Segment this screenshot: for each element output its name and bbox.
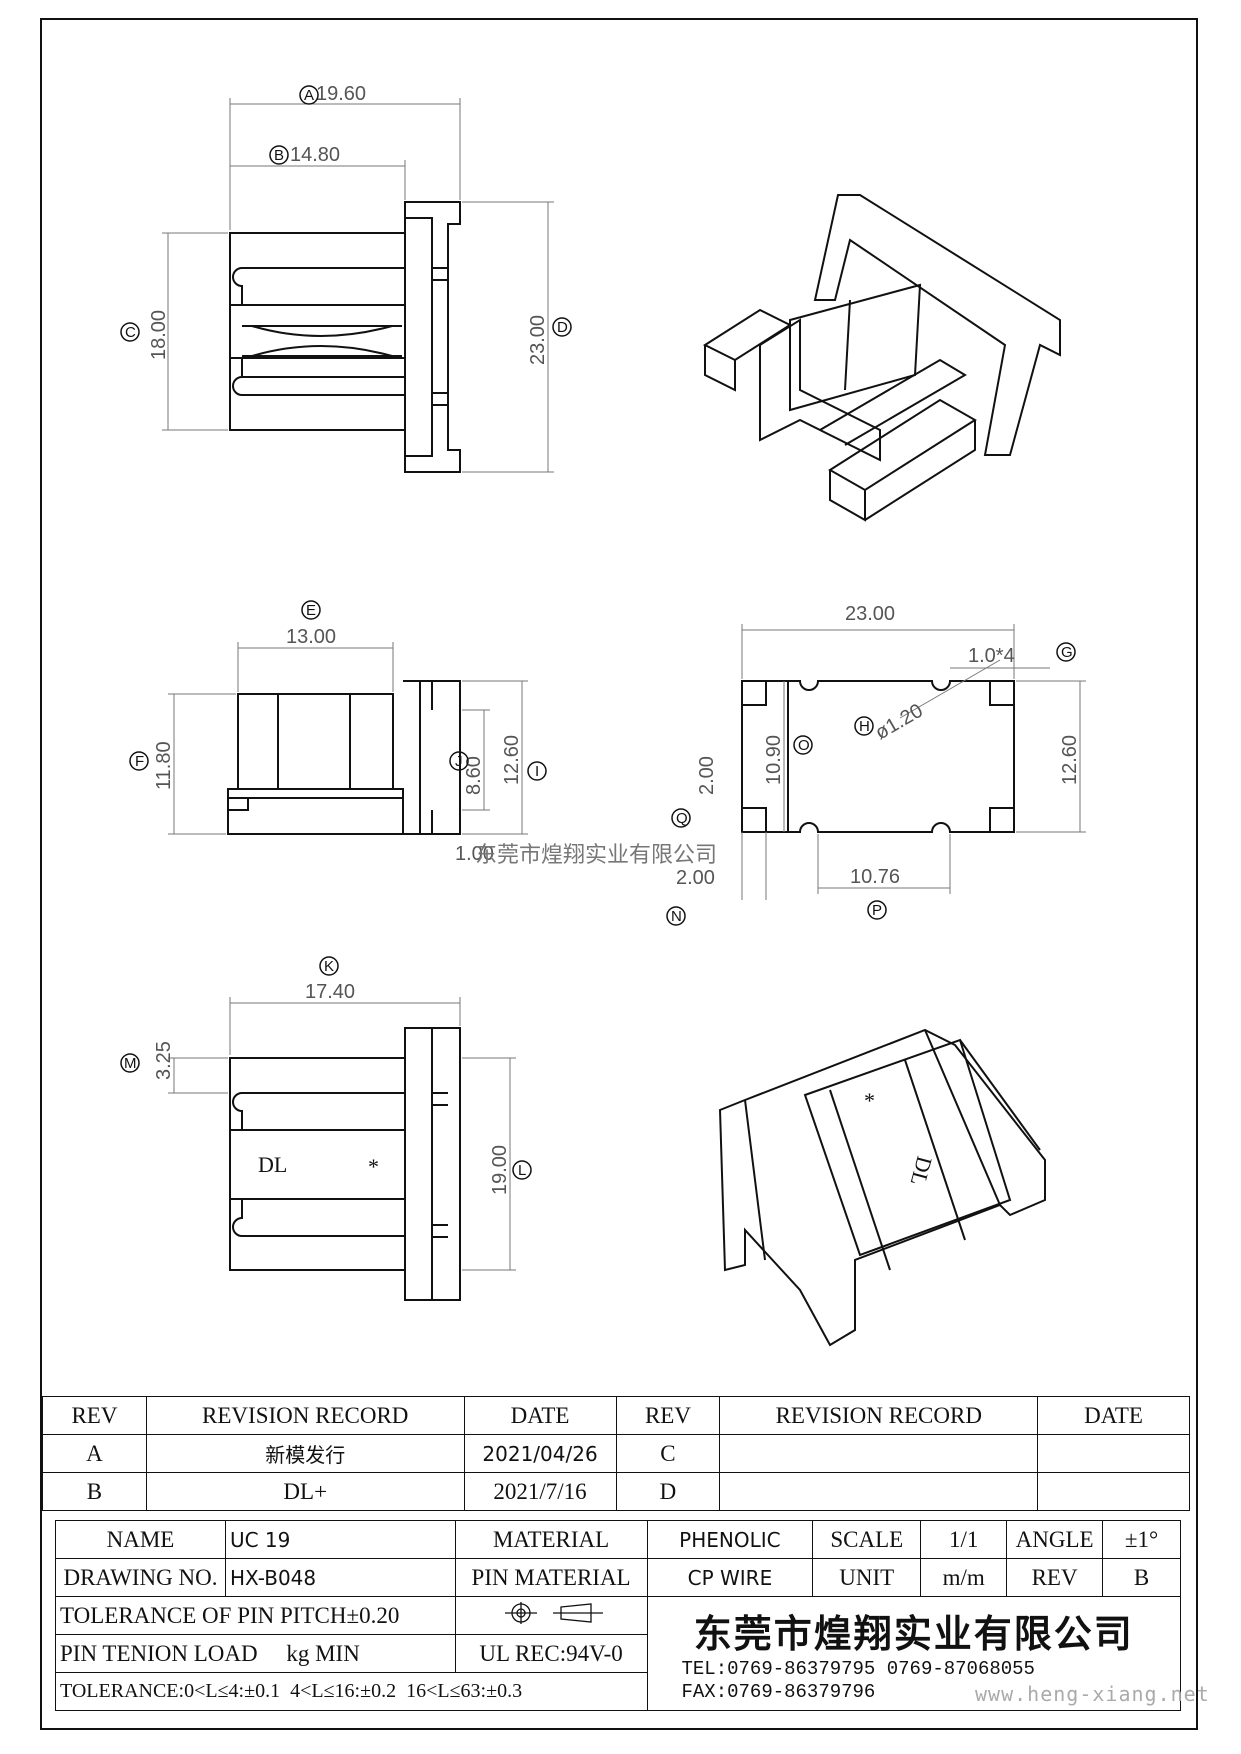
- dim-i: 12.60: [501, 735, 523, 785]
- header-rev-2: REV: [615, 1396, 721, 1435]
- rev-cell: B: [42, 1472, 147, 1511]
- rev-label: REV: [1006, 1558, 1104, 1597]
- rev-cell: A: [42, 1434, 147, 1473]
- company-tel: TEL:0769-86379795 0769-87068055: [681, 1658, 1035, 1680]
- projection-symbol: [454, 1596, 648, 1635]
- general-tolerance: TOLERANCE:0<L≤4:±0.1 4<L≤16:±0.2 16<L≤63…: [55, 1672, 648, 1711]
- top-view: [229, 201, 461, 473]
- dim-d: 23.00: [527, 315, 549, 365]
- name-value: UC 19: [224, 1520, 456, 1559]
- callout-e: E: [306, 602, 316, 619]
- drawing-no-label: DRAWING NO.: [55, 1558, 226, 1597]
- rev-value: B: [1102, 1558, 1181, 1597]
- header-revision-record-2: REVISION RECORD: [719, 1396, 1039, 1435]
- dim-j: 8.60: [463, 756, 485, 795]
- callout-n: N: [671, 908, 682, 925]
- dim-m: 3.25: [153, 1041, 175, 1080]
- dim-c: 18.00: [148, 310, 170, 360]
- angle-label: ANGLE: [1006, 1520, 1104, 1559]
- scale-value: 1/1: [920, 1520, 1008, 1559]
- date-cell: [1037, 1434, 1190, 1473]
- rev-cell: D: [615, 1472, 721, 1511]
- name-label: NAME: [55, 1520, 226, 1559]
- ul-rec: UL REC:94V-0: [454, 1634, 648, 1673]
- date-cell: [1037, 1472, 1190, 1511]
- bottom-view: [741, 680, 1015, 833]
- dim-g: 1.0*4: [968, 645, 1015, 667]
- rev-cell: C: [615, 1434, 721, 1473]
- callout-d: D: [557, 319, 568, 336]
- header-date: DATE: [463, 1396, 617, 1435]
- dim-k: 17.40: [305, 981, 355, 1003]
- dim-height: 12.60: [1059, 735, 1081, 785]
- company-fax: FAX:0769-86379796: [681, 1681, 876, 1703]
- callout-k: K: [324, 958, 334, 975]
- callout-m: M: [124, 1055, 137, 1072]
- revision-table: REV REVISION RECORD DATE REV REVISION RE…: [42, 1396, 1190, 1511]
- iso-star-mark: *: [864, 1088, 875, 1113]
- date-cell: 2021/04/26: [463, 1434, 617, 1473]
- header-revision-record: REVISION RECORD: [145, 1396, 465, 1435]
- record-cell: [719, 1472, 1039, 1511]
- table-row: A 新模发行 2021/04/26 C: [42, 1434, 1190, 1473]
- watermark-site: www.heng-xiang.net: [975, 1682, 1210, 1706]
- callout-h: H: [859, 718, 870, 735]
- side-view: [227, 680, 461, 835]
- callout-b: B: [274, 147, 284, 164]
- material-label: MATERIAL: [454, 1520, 648, 1559]
- iso-dl-mark: DL: [906, 1154, 938, 1189]
- lower-view: [229, 1027, 461, 1301]
- company-block: 东莞市煌翔实业有限公司 TEL:0769-86379795 0769-87068…: [646, 1596, 1181, 1711]
- revision-header-row: REV REVISION RECORD DATE REV REVISION RE…: [42, 1396, 1190, 1435]
- callout-g: G: [1061, 644, 1073, 661]
- record-cell: DL+: [145, 1472, 465, 1511]
- header-rev: REV: [42, 1396, 147, 1435]
- dim-q: 2.00: [696, 756, 718, 795]
- dim-a: 19.60: [316, 83, 366, 105]
- iso-view-top: [702, 194, 1061, 522]
- record-cell: [719, 1434, 1039, 1473]
- dim-l: 19.00: [489, 1145, 511, 1195]
- material-value: PHENOLIC: [646, 1520, 814, 1559]
- dim-p: 10.76: [850, 866, 900, 888]
- callout-o: O: [798, 737, 810, 754]
- dim-e: 13.00: [286, 626, 336, 648]
- star-mark: *: [368, 1154, 379, 1179]
- pin-tension-load: PIN TENION LOAD kg MIN: [55, 1634, 456, 1673]
- callout-i: I: [535, 763, 539, 780]
- callout-q: Q: [676, 810, 688, 827]
- record-cell: 新模发行: [145, 1434, 465, 1473]
- table-row: B DL+ 2021/7/16 D: [42, 1472, 1190, 1511]
- dl-mark: DL: [258, 1152, 287, 1177]
- callout-a: A: [304, 87, 314, 104]
- header-date-2: DATE: [1037, 1396, 1190, 1435]
- scale-label: SCALE: [812, 1520, 922, 1559]
- pin-material-value: CP WIRE: [646, 1558, 814, 1597]
- watermark-text: 东莞市煌翔实业有限公司: [475, 843, 717, 868]
- date-cell: 2021/7/16: [463, 1472, 617, 1511]
- callout-p: P: [872, 902, 882, 919]
- drawing-no-value: HX-B048: [224, 1558, 456, 1597]
- pin-material-label: PIN MATERIAL: [454, 1558, 648, 1597]
- callout-c: C: [125, 324, 136, 341]
- title-block: NAME UC 19 MATERIAL PHENOLIC SCALE 1/1 A…: [55, 1520, 1181, 1711]
- callout-l: L: [518, 1162, 526, 1179]
- unit-value: m/m: [920, 1558, 1008, 1597]
- projection-icon: [505, 1601, 604, 1624]
- callout-f: F: [135, 753, 144, 770]
- dim-h: ø1.20: [872, 700, 927, 745]
- iso-view-bottom: [718, 1028, 1046, 1347]
- unit-label: UNIT: [812, 1558, 922, 1597]
- angle-value: ±1°: [1102, 1520, 1181, 1559]
- dim-n: 2.00: [676, 867, 715, 889]
- dim-small: 1.00: [455, 843, 494, 865]
- dim-total-width: 23.00: [845, 603, 895, 625]
- dim-b: 14.80: [290, 144, 340, 166]
- dim-f: 11.80: [153, 741, 175, 790]
- dim-o: 10.90: [763, 735, 785, 785]
- callout-j: J: [455, 753, 463, 770]
- tolerance-pin-pitch: TOLERANCE OF PIN PITCH±0.20: [55, 1596, 456, 1635]
- company-name: 东莞市煌翔实业有限公司: [693, 1611, 1134, 1656]
